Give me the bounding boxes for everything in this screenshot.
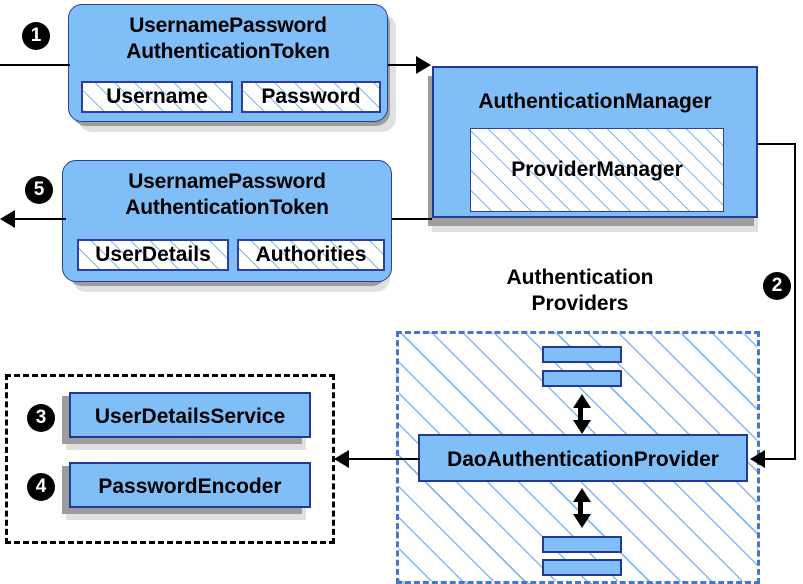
step-marker-1: 1 <box>22 22 50 50</box>
dao-authentication-provider-box: DaoAuthenticationProvider <box>418 434 748 482</box>
provider-manager-box: ProviderManager <box>470 128 724 212</box>
request-token-card: UsernamePassword AuthenticationToken Use… <box>68 4 388 122</box>
manager-to-dao-top-segment <box>758 143 796 145</box>
outgoing-response-arrowhead <box>0 210 15 228</box>
dao-authentication-provider-title: DaoAuthenticationProvider <box>447 448 719 471</box>
provider-stub-bar-bottom-1 <box>542 536 622 553</box>
lower-stub-arrow-shaft <box>578 494 583 518</box>
provider-stub-bar-top-2 <box>542 370 622 387</box>
dao-to-collaborators-line <box>348 458 420 460</box>
manager-to-dao-vertical-segment <box>794 143 796 459</box>
upper-stub-arrow-shaft <box>578 400 583 424</box>
token-to-manager-line <box>388 64 418 66</box>
step-marker-2: 2 <box>763 272 791 300</box>
upper-stub-arrow-down <box>573 420 591 434</box>
password-encoder-title: PasswordEncoder <box>98 475 282 498</box>
outgoing-response-line <box>14 218 66 220</box>
lower-stub-arrow-up <box>573 488 591 502</box>
step-marker-5: 5 <box>25 176 53 204</box>
request-token-password-field: Password <box>241 81 381 113</box>
incoming-request-line <box>0 64 70 66</box>
dao-to-collaborators-arrowhead <box>334 450 349 468</box>
response-token-title-line1: UsernamePassword <box>128 170 326 193</box>
authentication-manager-box: AuthenticationManager ProviderManager <box>432 66 758 218</box>
request-token-username-field: Username <box>81 81 233 113</box>
request-token-title-line1: UsernamePassword <box>129 14 327 37</box>
response-token-card: UsernamePassword AuthenticationToken Use… <box>62 160 392 282</box>
providers-label-line2: Providers <box>531 292 629 315</box>
step-marker-3: 3 <box>27 404 55 432</box>
token-to-manager-arrowhead <box>416 56 431 74</box>
response-token-userdetails-field: UserDetails <box>77 239 229 271</box>
response-token-authorities-field: Authorities <box>237 239 385 271</box>
authentication-manager-title: AuthenticationManager <box>478 90 712 113</box>
authentication-providers-label: Authentication Providers <box>460 265 700 317</box>
user-details-service-box: UserDetailsService <box>69 392 311 438</box>
manager-to-dao-arrowhead <box>750 450 765 468</box>
request-token-title-line2: AuthenticationToken <box>126 40 330 63</box>
provider-stub-bar-bottom-2 <box>542 559 622 576</box>
collaborators-region <box>5 374 335 544</box>
lower-stub-arrow-down <box>573 514 591 528</box>
upper-stub-arrow-up <box>573 394 591 408</box>
manager-to-response-token-line <box>392 218 432 220</box>
password-encoder-box: PasswordEncoder <box>69 462 311 508</box>
manager-to-dao-bottom-segment <box>762 458 796 460</box>
response-token-title-line2: AuthenticationToken <box>125 196 329 219</box>
providers-label-line1: Authentication <box>506 266 654 289</box>
step-marker-4: 4 <box>27 473 55 501</box>
provider-stub-bar-top-1 <box>542 346 622 363</box>
user-details-service-title: UserDetailsService <box>94 405 286 428</box>
